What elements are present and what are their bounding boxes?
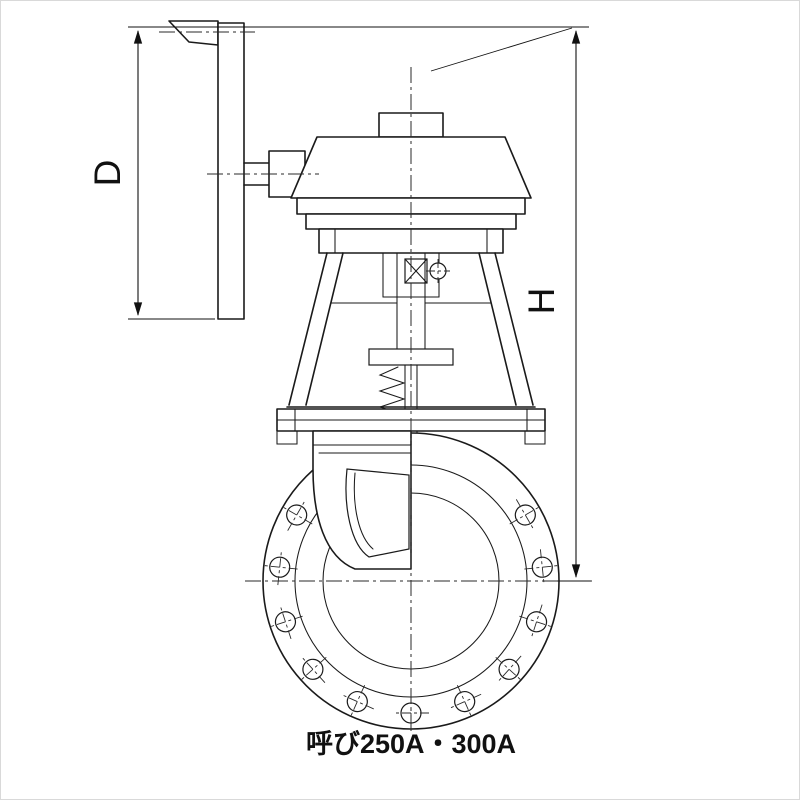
bolt-hole xyxy=(524,549,561,586)
handwheel-rim-top xyxy=(168,20,219,46)
bolt-hole xyxy=(280,499,313,531)
bolt-hole xyxy=(509,499,542,531)
gate-wedge-inner-line xyxy=(353,472,374,550)
dimension-h-label: H xyxy=(521,288,562,315)
gear-housing xyxy=(268,112,532,230)
bolt-hole xyxy=(261,549,298,586)
h-projection-line xyxy=(430,27,573,72)
centerlines xyxy=(159,31,595,735)
yoke-leg-left xyxy=(288,252,328,406)
yoke-leg-left xyxy=(305,252,344,406)
bolt-hole xyxy=(299,655,327,684)
spring xyxy=(378,366,406,414)
bolt-hole xyxy=(448,684,482,719)
bolt-hole xyxy=(519,604,554,640)
dimensions: D H xyxy=(87,26,591,582)
handwheel xyxy=(168,20,272,320)
caption: 呼び250A・300A xyxy=(306,729,516,759)
bolt-hole xyxy=(340,684,374,719)
flange-tab-right xyxy=(524,430,546,445)
dimension-d-label: D xyxy=(87,160,128,187)
bolt-hole xyxy=(268,604,303,640)
flange-tab-left xyxy=(276,430,298,445)
handwheel-rim-bar xyxy=(217,22,245,320)
packing-hatch xyxy=(404,258,428,284)
gate-wedge xyxy=(345,468,410,558)
yoke-leg-right xyxy=(494,252,534,406)
bolt-hole xyxy=(495,655,523,684)
yoke-leg-right xyxy=(478,252,517,406)
gearbox-cover xyxy=(290,136,532,199)
